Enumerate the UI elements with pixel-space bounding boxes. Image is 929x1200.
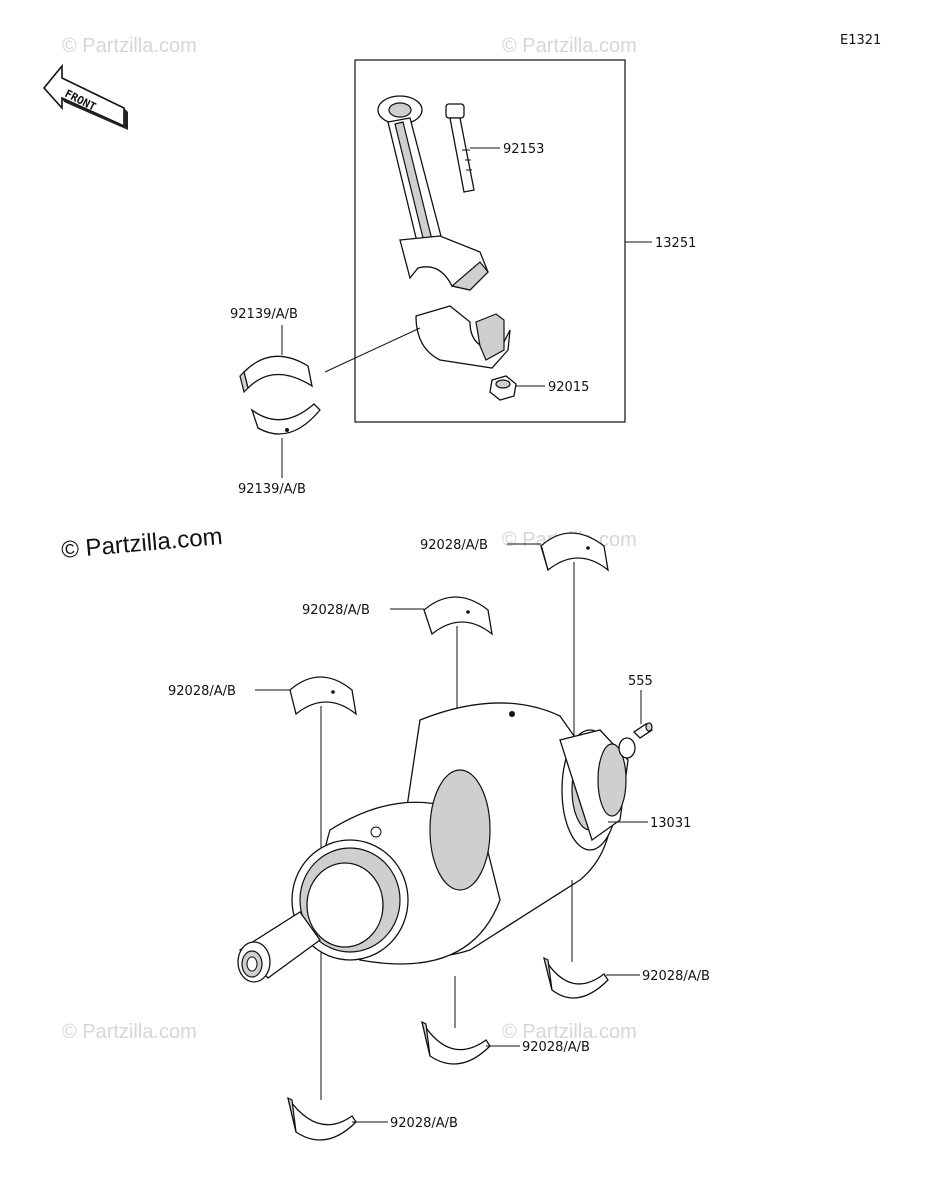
connecting-rod — [377, 95, 489, 291]
callout-92028-5: 92028/A/B — [522, 1040, 590, 1055]
callout-92028-3: 92028/A/B — [168, 684, 236, 699]
conrod-bearing-lower — [250, 403, 321, 435]
callout-92153: 92153 — [503, 142, 544, 157]
main-bearing-bottom-1 — [543, 956, 609, 999]
conrod-bolt — [445, 103, 475, 193]
crankshaft — [237, 702, 636, 983]
diagram-code: E1321 — [840, 33, 881, 48]
main-bearing-top-1 — [540, 532, 609, 572]
callout-92139-upper: 92139/A/B — [230, 307, 298, 322]
front-arrow-icon: FRONT — [42, 63, 128, 130]
conrod-nut — [489, 375, 517, 401]
conrod-bearing-upper — [239, 355, 313, 394]
callout-92028-6: 92028/A/B — [390, 1116, 458, 1131]
main-bearing-bottom-3 — [287, 1096, 357, 1141]
watermark-bottom-right: © Partzilla.com — [502, 1021, 637, 1043]
callout-92028-1: 92028/A/B — [420, 538, 488, 553]
main-bearing-top-2 — [423, 596, 493, 636]
watermark-bottom-left: © Partzilla.com — [62, 1021, 197, 1043]
callout-92139-lower: 92139/A/B — [238, 482, 306, 497]
callout-13031: 13031 — [650, 816, 691, 831]
leader-bearing-to-cap — [324, 327, 421, 373]
callout-13251: 13251 — [655, 236, 696, 251]
watermark-top-left: © Partzilla.com — [62, 35, 197, 57]
callout-92015: 92015 — [548, 380, 589, 395]
main-bearing-bottom-2 — [421, 1020, 491, 1065]
main-bearing-top-3 — [289, 676, 357, 716]
callout-555: 555 — [628, 674, 653, 689]
callout-92028-2: 92028/A/B — [302, 603, 370, 618]
dowel-pin — [632, 722, 654, 739]
partzilla-watermark: © Partzilla.com — [60, 523, 223, 564]
conrod-assembly-frame — [354, 59, 626, 423]
watermark-top-right: © Partzilla.com — [502, 35, 637, 57]
callout-92028-4: 92028/A/B — [642, 969, 710, 984]
conrod-cap — [415, 305, 511, 369]
